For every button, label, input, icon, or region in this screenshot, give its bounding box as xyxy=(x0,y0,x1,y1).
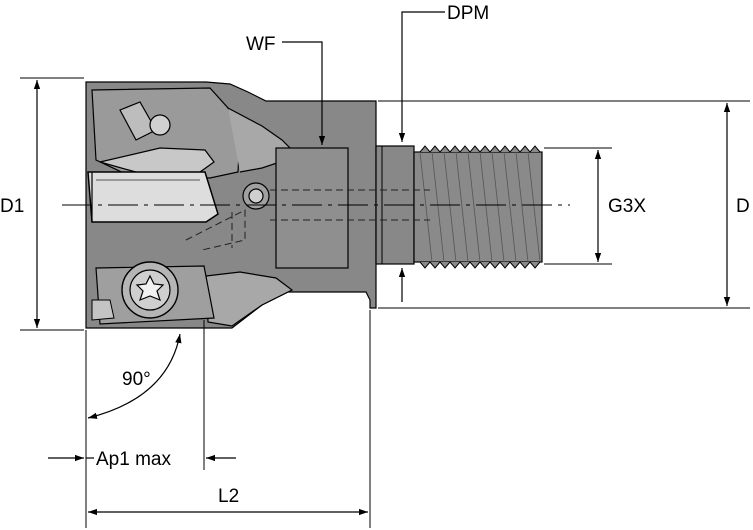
label-l2: L2 xyxy=(218,486,239,507)
wrench-flat xyxy=(275,147,349,269)
hidden-lines xyxy=(185,189,430,251)
upper-insert xyxy=(99,101,215,177)
label-angle: 90° xyxy=(122,369,151,390)
threaded-shank xyxy=(413,145,543,269)
label-ap1-max: Ap1 max xyxy=(96,449,171,470)
coolant-screw xyxy=(242,182,270,210)
front-insert xyxy=(87,171,219,223)
dimension-lines xyxy=(33,11,731,516)
angle-arc xyxy=(87,333,182,419)
label-g3x: G3X xyxy=(608,196,646,217)
wf-leader xyxy=(282,41,326,145)
torx-screw-icon xyxy=(135,274,165,302)
label-d1: D1 xyxy=(0,196,24,217)
label-d: D xyxy=(736,196,750,217)
dpm-leader xyxy=(398,11,445,142)
labels: DPM WF D1 G3X D 90° Ap1 max L2 xyxy=(0,3,750,507)
extension-lines xyxy=(20,77,750,528)
label-wf: WF xyxy=(246,34,276,55)
label-dpm: DPM xyxy=(447,3,489,24)
lower-insert xyxy=(91,261,215,325)
